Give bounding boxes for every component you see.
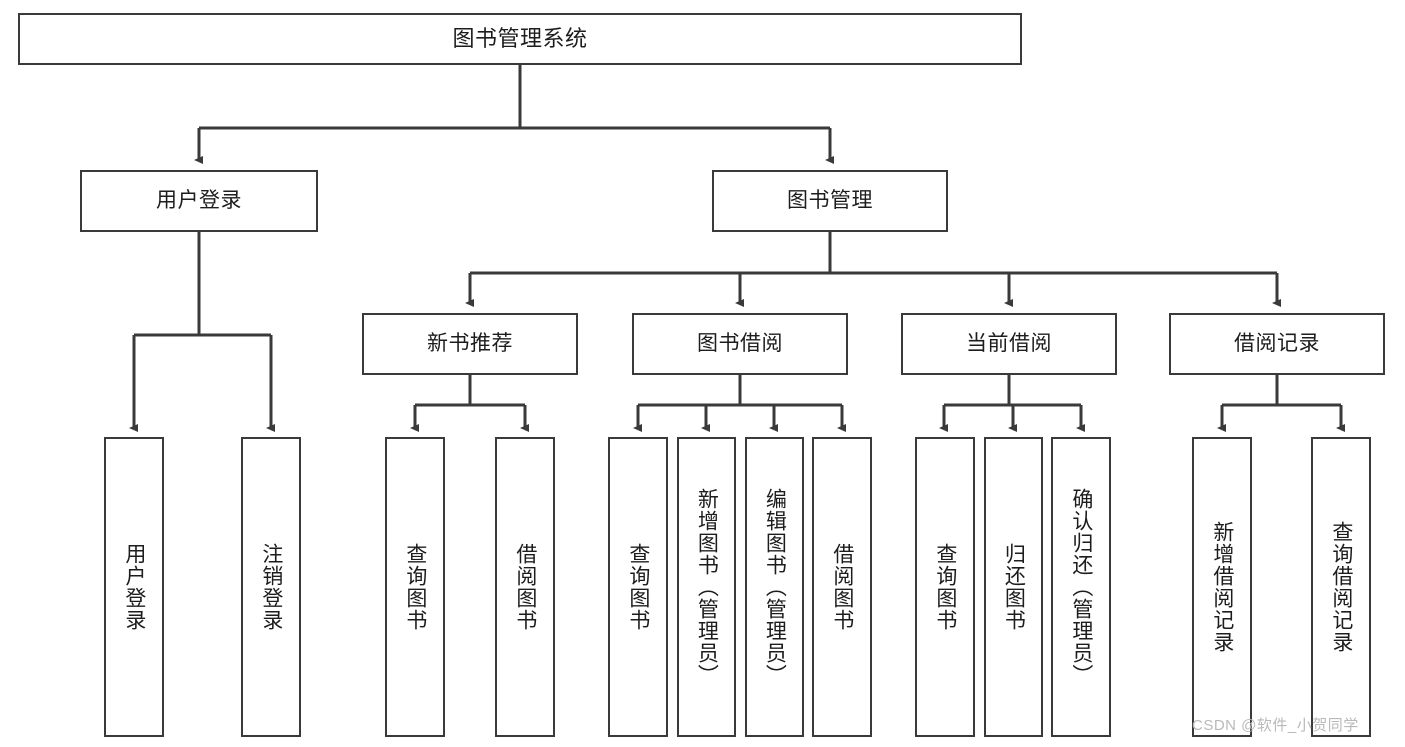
leaf-label: 借阅图书 <box>513 543 537 631</box>
leaf-label: 编辑图书（管理员） <box>763 488 787 686</box>
leaf-borrow-edit-book-admin[interactable]: 编辑图书（管理员） <box>745 437 804 737</box>
leaf-label: 借阅图书 <box>830 543 854 631</box>
leaf-label: 新增借阅记录 <box>1210 521 1234 653</box>
leaf-record-add-borrow-record[interactable]: 新增借阅记录 <box>1192 437 1252 737</box>
leaf-user-login-signin[interactable]: 用户登录 <box>104 437 164 737</box>
leaf-record-query-borrow-record[interactable]: 查询借阅记录 <box>1311 437 1371 737</box>
leaf-current-confirm-return-admin[interactable]: 确认归还（管理员） <box>1051 437 1111 737</box>
node-book-management-label: 图书管理 <box>787 188 873 212</box>
leaf-label: 查询图书 <box>933 543 957 631</box>
leaf-label: 新增图书（管理员） <box>695 488 719 686</box>
node-borrow-record-label: 借阅记录 <box>1234 331 1320 355</box>
leaf-label: 注销登录 <box>259 543 283 631</box>
leaf-label: 确认归还（管理员） <box>1069 488 1093 686</box>
leaf-label: 查询借阅记录 <box>1329 521 1353 653</box>
leaf-borrow-borrow-book[interactable]: 借阅图书 <box>812 437 872 737</box>
node-current-borrow-label: 当前借阅 <box>966 331 1052 355</box>
node-current-borrow[interactable]: 当前借阅 <box>901 313 1117 375</box>
leaf-label: 查询图书 <box>403 543 427 631</box>
leaf-current-query-book[interactable]: 查询图书 <box>915 437 975 737</box>
node-new-book-recommend-label: 新书推荐 <box>427 331 513 355</box>
leaf-user-login-signout[interactable]: 注销登录 <box>241 437 301 737</box>
leaf-borrow-query-book[interactable]: 查询图书 <box>608 437 668 737</box>
node-book-borrow[interactable]: 图书借阅 <box>632 313 848 375</box>
node-borrow-record[interactable]: 借阅记录 <box>1169 313 1385 375</box>
node-user-login[interactable]: 用户登录 <box>80 170 318 232</box>
node-root-label: 图书管理系统 <box>452 26 588 52</box>
leaf-label: 查询图书 <box>626 543 650 631</box>
leaf-current-return-book[interactable]: 归还图书 <box>984 437 1043 737</box>
node-book-borrow-label: 图书借阅 <box>697 331 783 355</box>
leaf-label: 用户登录 <box>122 543 146 631</box>
leaf-recommend-query-book[interactable]: 查询图书 <box>385 437 445 737</box>
leaf-recommend-borrow-book[interactable]: 借阅图书 <box>495 437 555 737</box>
leaf-borrow-add-book-admin[interactable]: 新增图书（管理员） <box>677 437 736 737</box>
node-new-book-recommend[interactable]: 新书推荐 <box>362 313 578 375</box>
node-root-book-management-system[interactable]: 图书管理系统 <box>18 13 1022 65</box>
leaf-label: 归还图书 <box>1002 543 1026 631</box>
node-user-login-label: 用户登录 <box>156 188 242 212</box>
node-book-management[interactable]: 图书管理 <box>712 170 948 232</box>
